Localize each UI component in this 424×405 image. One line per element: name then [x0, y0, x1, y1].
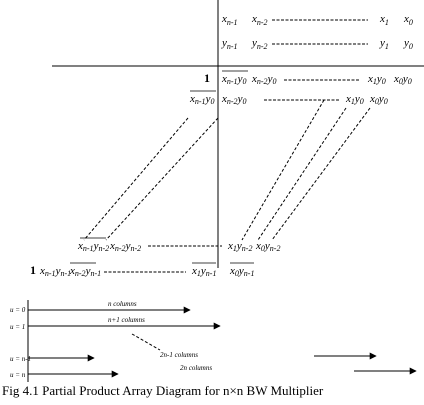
svg-text:yn-1: yn-1 [221, 37, 238, 51]
svg-text:xn-1yn-2: xn-1yn-2 [77, 240, 109, 253]
svg-text:xn-1: xn-1 [221, 13, 238, 27]
svg-text:2n columns: 2n columns [180, 364, 212, 372]
svg-text:x0y0: x0y0 [393, 73, 412, 86]
svg-text:x0: x0 [403, 13, 413, 27]
svg-text:2n-1 columns: 2n-1 columns [160, 351, 198, 359]
svg-text:x0yn-1: x0yn-1 [229, 265, 254, 278]
svg-text:u = 0: u = 0 [10, 306, 26, 314]
svg-text:xn-2yn-1: xn-2yn-1 [69, 265, 101, 278]
partial-product-row-2: xn-1y0 xn-2y0 x1y0 x0y0 [189, 90, 388, 106]
partial-product-row-4: 1 xn-1yn-1 xn-2yn-1 x1yn-1 x0yn-1 [30, 262, 254, 278]
column-width-annotations: u = 0 n columns u = 1 n+1 columns 2n-1 c… [10, 300, 417, 382]
diagonal-guide [271, 107, 371, 241]
svg-text:x1: x1 [379, 13, 389, 27]
svg-text:xn-1y0: xn-1y0 [189, 93, 214, 106]
figure-caption: Fig 4.1 Partial Product Array Diagram fo… [2, 383, 324, 398]
svg-text:xn-1y0: xn-1y0 [221, 73, 246, 86]
partial-product-row-1: 1 xn-1y0 xn-2y0 x1y0 x0y0 [204, 70, 412, 86]
svg-text:u = n-1: u = n-1 [10, 355, 31, 363]
diagonal-guide [105, 117, 219, 241]
svg-text:x1y0: x1y0 [367, 73, 386, 86]
svg-text:u = n: u = n [10, 371, 26, 379]
svg-text:xn-1yn-1: xn-1yn-1 [39, 265, 71, 278]
svg-text:y1: y1 [379, 37, 389, 51]
diagonal-guide [241, 99, 325, 241]
ellipsis-dashes [131, 333, 161, 351]
svg-text:x1yn-2: x1yn-2 [227, 240, 252, 253]
svg-text:x0y0: x0y0 [369, 93, 388, 106]
partial-product-row-3: xn-1yn-2 xn-2yn-2 x1yn-2 x0yn-2 [77, 237, 280, 253]
svg-text:1: 1 [30, 263, 36, 277]
svg-text:y0: y0 [403, 37, 413, 51]
svg-text:x1y0: x1y0 [345, 93, 364, 106]
svg-text:xn-2yn-2: xn-2yn-2 [109, 240, 141, 253]
svg-text:xn-2: xn-2 [251, 13, 268, 27]
svg-text:xn-2y0: xn-2y0 [221, 93, 246, 106]
multiplicand-row: xn-1 xn-2 x1 x0 [221, 13, 413, 27]
diagonal-guide [257, 107, 347, 241]
multiplier-row: yn-1 yn-2 y1 y0 [221, 37, 413, 51]
svg-text:x1yn-1: x1yn-1 [191, 265, 216, 278]
svg-text:n columns: n columns [108, 300, 137, 308]
svg-text:x0yn-2: x0yn-2 [255, 240, 280, 253]
svg-text:u = 1: u = 1 [10, 323, 25, 331]
partial-product-array-diagram: xn-1 xn-2 x1 x0 yn-1 yn-2 y1 y0 1 xn-1y0… [10, 0, 424, 382]
diagonal-guide [83, 117, 189, 241]
svg-text:n+1 columns: n+1 columns [108, 316, 145, 324]
svg-text:xn-2y0: xn-2y0 [251, 73, 276, 86]
svg-text:1: 1 [204, 71, 210, 85]
svg-text:yn-2: yn-2 [251, 37, 268, 51]
